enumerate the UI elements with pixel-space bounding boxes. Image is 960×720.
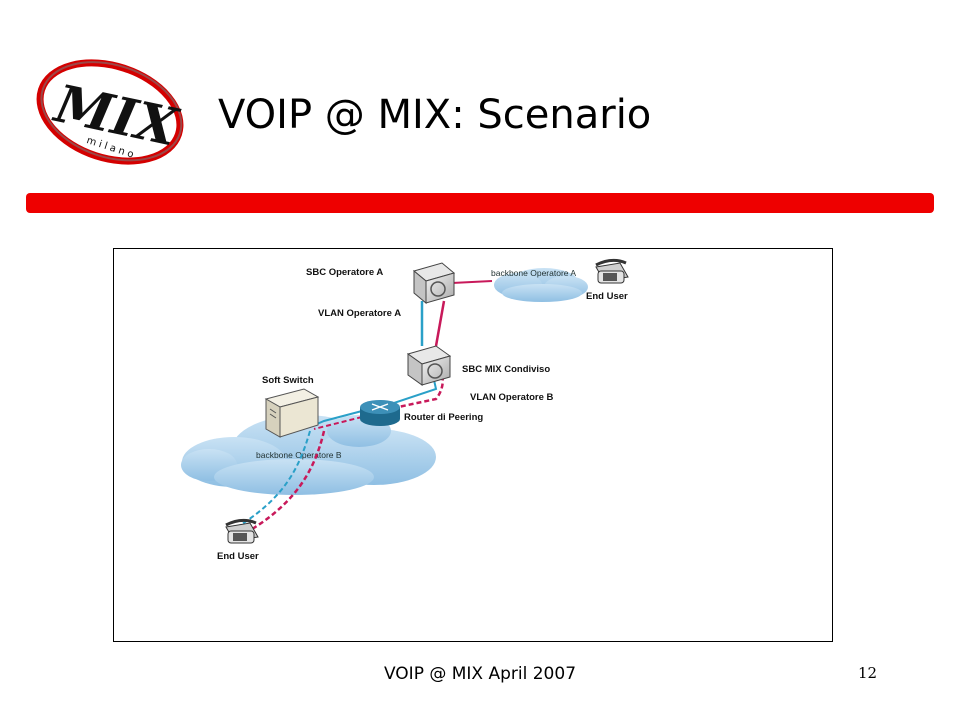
- end-user-top-phone: [595, 258, 629, 284]
- soft-switch-server: [264, 388, 320, 438]
- backbone-operatore-a-cloud: backbone Operatore A: [491, 268, 588, 302]
- vlan-operatore-b-label: VLAN Operatore B: [470, 392, 554, 403]
- vlan-operatore-a-label: VLAN Operatore A: [318, 308, 401, 319]
- backbone-a-label: backbone Operatore A: [491, 268, 576, 278]
- router-label: Router di Peering: [404, 412, 483, 423]
- end-user-top-label: End User: [586, 291, 628, 302]
- router-b-red-dashed: [313, 416, 363, 430]
- end-user-bottom-label: End User: [217, 551, 259, 562]
- sbc-operatore-a-device: [412, 262, 456, 305]
- vlan-b-red-dashed: [369, 360, 444, 415]
- end-user-b-blue-dashed: [233, 430, 311, 530]
- network-diagram: backbone Operatore A backbone Operatore …: [113, 248, 833, 642]
- sbc-mix-label: SBC MIX Condiviso: [462, 364, 550, 375]
- end-user-bottom-phone: [225, 518, 259, 544]
- soft-switch-label: Soft Switch: [262, 375, 314, 386]
- slide-title: VOIP @ MIX: Scenario: [218, 92, 652, 138]
- backbone-b-label: backbone Operatore B: [256, 450, 342, 460]
- sbc-operatore-a-label: SBC Operatore A: [306, 267, 383, 278]
- router-device: [360, 400, 400, 426]
- vlan-a-red-link: [434, 300, 446, 347]
- sbc-a-backbone-link: [451, 280, 493, 284]
- title-divider-bar: [26, 193, 934, 213]
- page-number: 12: [858, 664, 878, 682]
- slide-footer: VOIP @ MIX April 2007: [383, 664, 577, 684]
- sbc-mix-device: [406, 345, 452, 386]
- mix-milano-logo: MIX milano: [36, 59, 185, 165]
